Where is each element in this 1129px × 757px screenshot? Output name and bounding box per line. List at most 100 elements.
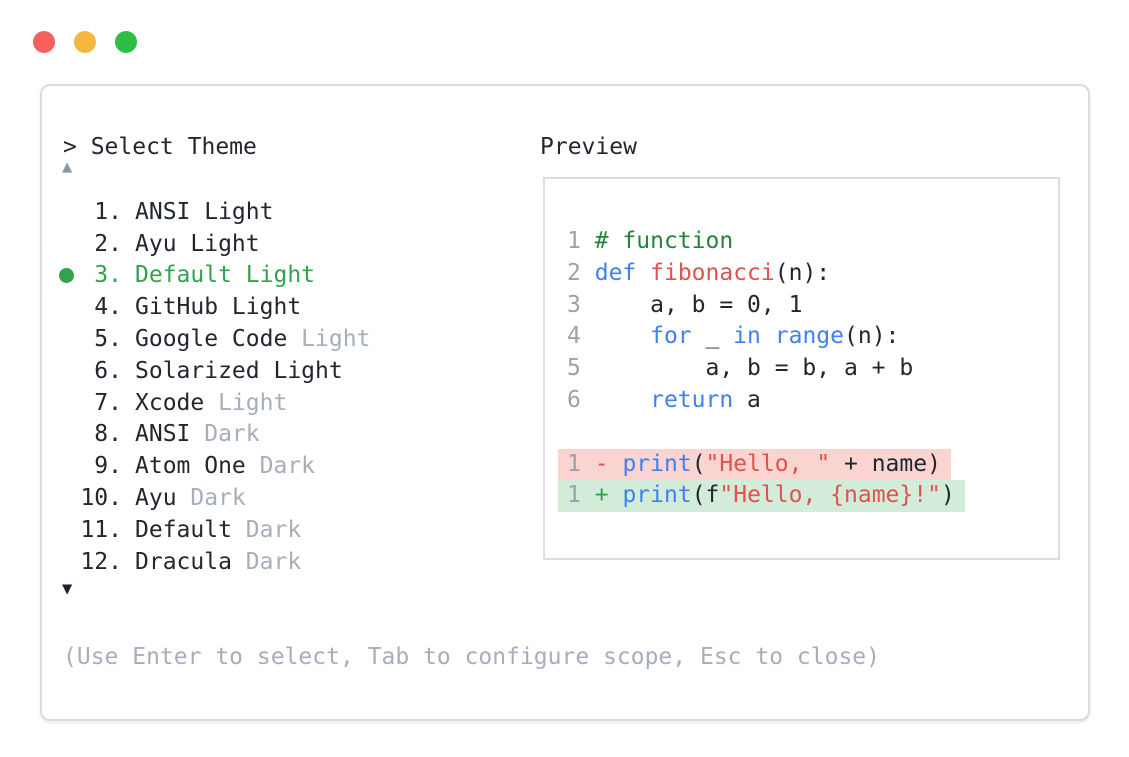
theme-label: ANSI Light	[135, 199, 273, 225]
window-controls	[33, 31, 137, 53]
scroll-down-icon[interactable]: ▼	[62, 579, 73, 599]
code-token: (n):	[844, 323, 900, 350]
theme-label: Default Light	[135, 262, 315, 288]
diff-plus-icon: +	[594, 482, 609, 509]
theme-list: 1. ANSI Light 2. Ayu Light 3. Default Light 4.…	[42, 196, 522, 578]
theme-label-primary: Dracula	[135, 548, 232, 575]
code-token	[595, 323, 650, 349]
theme-label: GitHub Light	[135, 294, 301, 320]
theme-label-primary: ANSI Light	[135, 198, 274, 225]
theme-number: 4.	[94, 294, 122, 321]
code-token: print	[622, 450, 692, 477]
code-token	[636, 260, 650, 286]
theme-list-item[interactable]: 6.Solarized Light	[42, 355, 522, 387]
theme-label: Google Code Light	[135, 326, 370, 352]
theme-list-item[interactable]: 2. Ayu Light	[42, 228, 522, 260]
theme-number: 8.	[94, 421, 122, 448]
code-token: def	[594, 259, 637, 286]
theme-list-item[interactable]: 8. ANSI Dark	[42, 419, 522, 451]
preview-title: Preview	[540, 134, 637, 160]
code-line: 2 def fibonacci(n):	[558, 258, 1046, 290]
theme-label-muted: Dark	[190, 421, 260, 448]
code-line: 5 a, b = b, a + b	[558, 353, 1046, 385]
prompt-title: > Select Theme	[63, 134, 257, 160]
code-token: (f	[691, 482, 720, 509]
line-number: 5	[567, 355, 581, 382]
theme-label-muted: Light	[287, 326, 371, 353]
theme-list-item[interactable]: 4. GitHub Light	[42, 291, 522, 323]
diff-minus-icon: -	[594, 450, 609, 477]
code-token: _	[691, 323, 734, 350]
theme-list-item[interactable]: 10.Ayu Dark	[42, 482, 522, 514]
code-token: print	[622, 482, 692, 509]
theme-label-primary: ANSI	[135, 421, 191, 448]
theme-label-muted: Dark	[245, 453, 316, 480]
theme-label-muted: Dark	[176, 485, 246, 512]
theme-number: 11.	[80, 516, 122, 543]
theme-list-item[interactable]: 7.Xcode Light	[42, 387, 522, 419]
theme-list-item[interactable]: 12.Dracula Dark	[42, 546, 522, 578]
theme-list-item[interactable]: 5. Google Code Light	[42, 323, 522, 355]
theme-number: 2.	[94, 230, 122, 257]
code-token: (	[691, 450, 706, 477]
code-token: a	[733, 386, 761, 413]
selected-dot-icon	[59, 267, 74, 283]
theme-label-primary: Google Code	[135, 326, 288, 353]
code-token: + name)	[830, 450, 941, 477]
theme-label-muted: Light	[204, 389, 288, 416]
theme-list-item[interactable]: 9. Atom One Dark	[42, 450, 522, 482]
code-token: a, b = 0, 1	[594, 291, 803, 318]
code-token: (n):	[774, 259, 831, 286]
diff-line-row: 1 - print("Hello, " + name)	[558, 448, 1046, 481]
code-token	[595, 387, 650, 413]
theme-label-primary: Ayu	[135, 485, 177, 512]
theme-number: 3.	[94, 262, 122, 289]
line-number: 4	[567, 323, 581, 350]
bullet-slot	[54, 267, 80, 283]
theme-label-primary: Ayu Light	[135, 230, 260, 257]
diff-line-removed: 1 - print("Hello, " + name)	[558, 448, 951, 481]
theme-selector-panel: > Select Theme Preview ▲ 1. ANSI Light 2. A…	[40, 84, 1090, 721]
code-token: fibonacci	[650, 259, 775, 286]
minimize-button-icon[interactable]	[74, 31, 96, 53]
line-number: 6	[567, 386, 581, 413]
diff-line-row: 1 + print(f"Hello, {name}!")	[558, 480, 1046, 513]
code-token: "Hello, {name}!"	[719, 482, 941, 509]
line-number: 1	[567, 228, 581, 254]
theme-number: 5.	[94, 326, 122, 353]
theme-list-item[interactable]: 1. ANSI Light	[42, 196, 522, 228]
theme-label-primary: Default Light	[135, 262, 316, 289]
diff-preview: 1 - print("Hello, " + name)1 + print(f"H…	[558, 448, 1046, 513]
close-button-icon[interactable]	[33, 31, 55, 53]
theme-label-primary: Default	[135, 516, 232, 543]
line-number: 1	[567, 450, 581, 477]
theme-list-item[interactable]: 3. Default Light	[42, 260, 522, 292]
theme-label: Atom One Dark	[135, 453, 315, 479]
theme-label: Solarized Light	[135, 358, 343, 384]
code-line: 4 for _ in range(n):	[558, 321, 1046, 353]
scroll-up-icon[interactable]: ▲	[62, 157, 73, 177]
code-token: range	[774, 323, 845, 350]
theme-label-muted: Dark	[231, 548, 302, 575]
code-token: "Hello, "	[705, 450, 831, 477]
line-number: 2	[567, 259, 581, 286]
code-token	[761, 323, 775, 349]
theme-label-primary: GitHub Light	[135, 294, 302, 321]
theme-list-item[interactable]: 11. Default Dark	[42, 514, 522, 546]
line-number: 1	[567, 482, 581, 509]
diff-line-added: 1 + print(f"Hello, {name}!")	[558, 480, 965, 513]
theme-label-primary: Solarized Light	[135, 357, 343, 384]
theme-label-primary: Xcode	[135, 389, 205, 416]
theme-label: Xcode Light	[135, 390, 287, 416]
line-number: 3	[567, 291, 581, 318]
code-line: 3 a, b = 0, 1	[558, 290, 1046, 322]
theme-number: 1.	[94, 198, 122, 225]
theme-number: 9.	[94, 453, 122, 480]
zoom-button-icon[interactable]	[115, 31, 137, 53]
theme-label: Default Dark	[135, 517, 301, 543]
code-token: a, b = b, a + b	[594, 355, 914, 382]
code-token: in	[733, 323, 761, 350]
